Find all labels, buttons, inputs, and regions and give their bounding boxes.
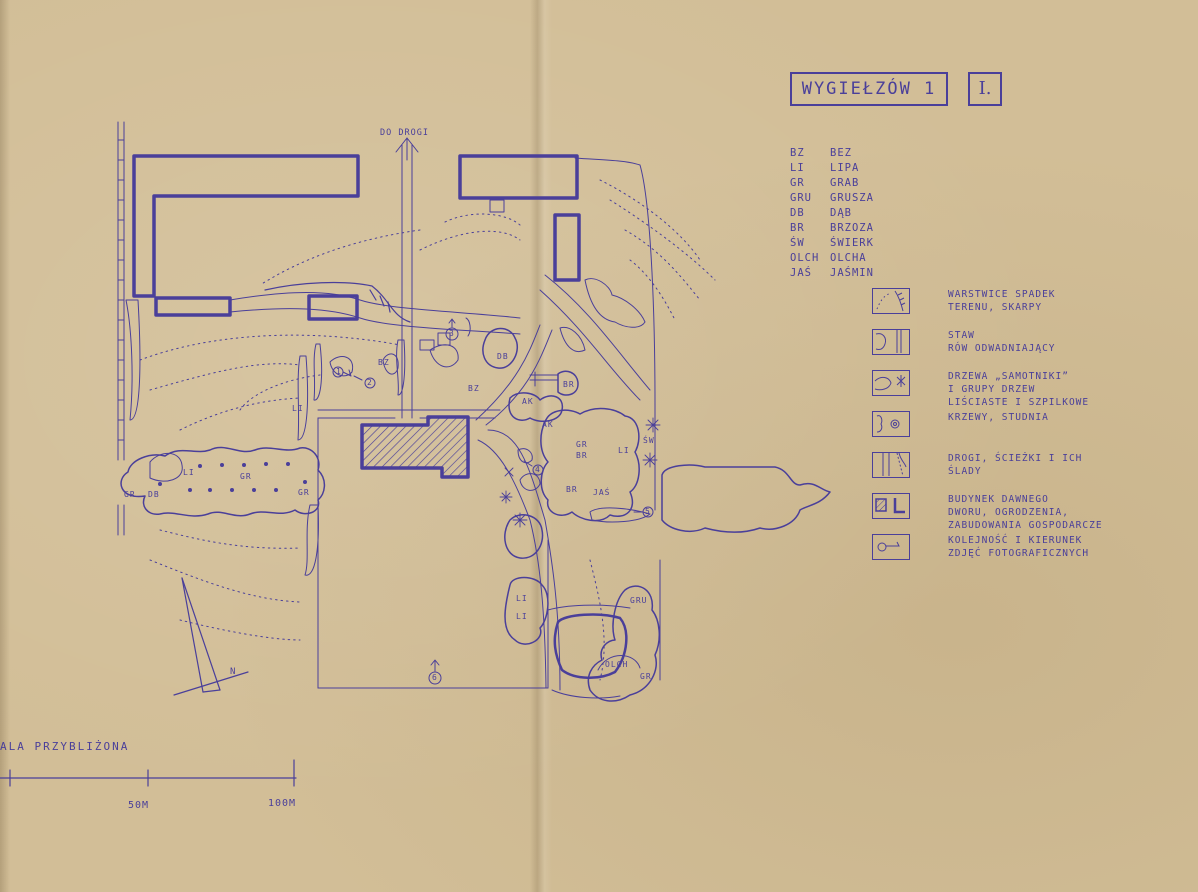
building-west-l bbox=[132, 154, 360, 298]
shrub-clumps bbox=[517, 278, 651, 523]
escarpment bbox=[264, 281, 411, 323]
building-symbol bbox=[872, 493, 910, 519]
tree-gr-big bbox=[540, 407, 640, 522]
tree-label: DB bbox=[148, 490, 160, 499]
tree-symbol bbox=[872, 370, 910, 396]
conifer-symbols bbox=[499, 417, 661, 528]
tree-label: BZ bbox=[378, 358, 390, 367]
photo-number: 6 bbox=[432, 673, 438, 682]
tree-label: DB bbox=[497, 352, 509, 361]
tree-label: BR bbox=[566, 485, 578, 494]
paths bbox=[229, 274, 651, 691]
tree-label: BZ bbox=[468, 384, 480, 393]
contour-lines bbox=[139, 179, 716, 681]
tree-label: JAŚ bbox=[593, 488, 611, 497]
farm-buildings bbox=[132, 154, 581, 321]
tree-db-top bbox=[482, 327, 519, 369]
scale-mark-50: 50M bbox=[128, 800, 150, 811]
photo-number: 3 bbox=[449, 329, 455, 338]
tree-br-top bbox=[557, 370, 579, 396]
shrub-strips bbox=[125, 299, 459, 576]
building-small-1 bbox=[154, 296, 232, 317]
pond bbox=[553, 613, 628, 679]
tree-label: GR bbox=[240, 472, 252, 481]
tree-label: LI bbox=[516, 594, 528, 603]
building-north-east bbox=[458, 154, 579, 200]
scale-label: ALA PRZYBLIŻONA bbox=[0, 740, 130, 753]
photo-number: 2 bbox=[367, 378, 373, 387]
tree-pond-group bbox=[587, 585, 660, 702]
tree-label: GR bbox=[298, 488, 310, 497]
west-wall bbox=[117, 121, 125, 536]
photo-number: 4 bbox=[535, 465, 541, 474]
road-label: DO DROGI bbox=[380, 128, 429, 138]
road-to-main bbox=[395, 137, 419, 419]
tree-label: GR bbox=[640, 672, 652, 681]
tree-label: LI bbox=[516, 612, 528, 621]
photo-number: 5 bbox=[645, 507, 651, 516]
tree-row-dots bbox=[158, 462, 307, 492]
road-symbol bbox=[872, 452, 910, 478]
tree-label: AK bbox=[542, 420, 554, 429]
tree-label: GR bbox=[576, 440, 588, 449]
map-title: WYGIEŁZÓW 1 bbox=[790, 72, 948, 106]
pond-symbol bbox=[872, 329, 910, 355]
north-label: N bbox=[230, 667, 237, 677]
photo-direction-markers bbox=[332, 318, 654, 685]
manor-house bbox=[360, 415, 470, 479]
tree-label: OLCH bbox=[605, 660, 629, 669]
tree-ak-group bbox=[508, 392, 564, 423]
tree-label: ŚW bbox=[643, 436, 655, 445]
shrub-symbol bbox=[872, 411, 910, 437]
tree-label: AK bbox=[522, 397, 534, 406]
photo-number: 1 bbox=[336, 367, 342, 376]
tree-li-group bbox=[504, 576, 549, 645]
slope-symbol bbox=[872, 288, 910, 314]
paper-edge bbox=[0, 0, 10, 892]
scale-bar bbox=[0, 759, 297, 787]
tree-label: LI bbox=[183, 468, 195, 477]
tree-label: GR bbox=[124, 490, 136, 499]
building-east bbox=[553, 213, 581, 282]
north-arrow bbox=[173, 577, 249, 696]
tree-east-group bbox=[661, 464, 831, 533]
tree-label: LI bbox=[618, 446, 630, 455]
tree-row-west bbox=[120, 446, 326, 517]
tree-label: BR bbox=[576, 451, 588, 460]
tree-label: LI bbox=[292, 404, 304, 413]
photo-symbol bbox=[872, 534, 910, 560]
scale-mark-100: 100M bbox=[268, 798, 297, 809]
legend-item-shrubs: KRZEWY, STUDNIA bbox=[872, 411, 1103, 452]
sheet-number: I. bbox=[968, 72, 1002, 106]
small-structures bbox=[419, 317, 559, 387]
tree-label: BR bbox=[563, 380, 575, 389]
tree-south-1 bbox=[504, 514, 544, 559]
tree-groups bbox=[482, 327, 831, 702]
tree-label: GRU bbox=[630, 596, 648, 605]
building-small-2 bbox=[307, 294, 359, 321]
